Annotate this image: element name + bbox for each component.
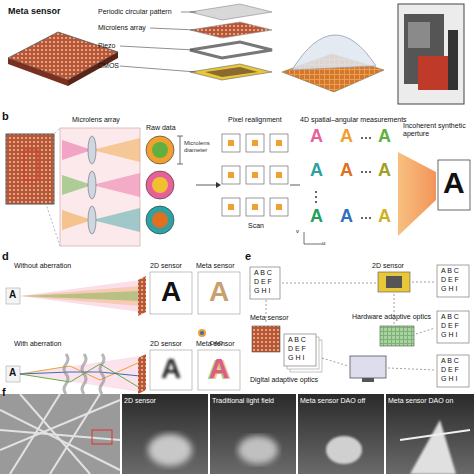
text-label: Microlens array bbox=[72, 116, 120, 124]
text-label: D E F bbox=[254, 278, 272, 286]
text-label: Raw data bbox=[146, 124, 176, 132]
text-label: Meta sensor bbox=[250, 314, 289, 322]
text-label: Microlens diameter bbox=[184, 140, 218, 154]
letter-glyph: A bbox=[378, 126, 391, 147]
text-label: A B C bbox=[288, 336, 306, 344]
letter-glyph: A bbox=[378, 206, 391, 227]
letter-glyph: A bbox=[161, 353, 181, 385]
text-label: Meta sensor bbox=[196, 340, 235, 348]
text-label: G H I bbox=[441, 285, 457, 293]
text-label: Piezo bbox=[98, 42, 116, 50]
exploded-layers bbox=[120, 4, 272, 80]
letter-glyph: A bbox=[161, 276, 181, 308]
camera-prototype bbox=[398, 4, 464, 104]
text-label: G H I bbox=[288, 354, 304, 362]
text-label: A bbox=[9, 289, 16, 301]
letter-glyph: A bbox=[340, 126, 353, 147]
letter-glyph: A bbox=[310, 160, 323, 181]
text-label: A B C bbox=[441, 313, 459, 321]
text-label: e bbox=[245, 250, 251, 263]
text-label: A B C bbox=[254, 269, 272, 277]
letter-glyph: A bbox=[209, 276, 229, 308]
result-images bbox=[0, 394, 474, 474]
lens-dome bbox=[282, 35, 384, 92]
text-label: Meta sensor bbox=[8, 6, 61, 16]
text-label: b bbox=[2, 110, 9, 123]
text-label: 2D sensor bbox=[150, 340, 182, 348]
text-label: CMOS bbox=[98, 62, 119, 70]
letter-glyph: A bbox=[378, 160, 391, 181]
text-label: 2D sensor bbox=[150, 262, 182, 270]
synthetic-aperture-fan bbox=[398, 152, 470, 236]
text-label: 2D sensor bbox=[372, 262, 404, 270]
spatial-angular-grid bbox=[304, 137, 371, 244]
text-label: Incoherent synthetic aperture bbox=[403, 122, 471, 138]
text-label: Microlens array bbox=[98, 24, 146, 32]
imaging-without-aberration bbox=[6, 272, 240, 316]
text-label: Periodic circular pattern bbox=[98, 8, 172, 16]
text-label: With aberration bbox=[14, 340, 61, 348]
text-label: d bbox=[2, 250, 9, 263]
text-label: u bbox=[322, 240, 325, 247]
letter-glyph: A bbox=[340, 206, 353, 227]
text-label: D E F bbox=[441, 276, 459, 284]
text-label: Traditional light field bbox=[212, 397, 274, 405]
text-label: Hardware adaptive optics bbox=[352, 313, 431, 321]
text-label: v bbox=[296, 228, 299, 235]
letter-glyph: A bbox=[443, 166, 465, 201]
text-label: G H I bbox=[441, 375, 457, 383]
text-label: G H I bbox=[254, 287, 270, 295]
text-label: Digital adaptive optics bbox=[250, 376, 318, 384]
pixel-realignment-grid bbox=[196, 134, 300, 216]
adaptive-optics-schematic bbox=[250, 265, 469, 387]
letter-glyph: A bbox=[310, 206, 323, 227]
text-label: f bbox=[2, 386, 6, 399]
letter-glyph: A bbox=[340, 160, 353, 181]
text-label: Meta sensor DAO off bbox=[300, 397, 365, 405]
text-label: Scan bbox=[248, 222, 264, 230]
text-label: Meta sensor DAO on bbox=[388, 397, 453, 405]
text-label: D E F bbox=[441, 366, 459, 374]
sensor-closeup bbox=[6, 128, 60, 246]
raw-data-circles bbox=[146, 136, 183, 234]
text-label: A bbox=[9, 367, 16, 379]
text-label: Without aberration bbox=[14, 262, 71, 270]
letter-glyph: A bbox=[310, 126, 323, 147]
text-label: D E F bbox=[288, 345, 306, 353]
text-label: 2D sensor bbox=[124, 397, 156, 405]
meta-sensor-plate bbox=[8, 32, 118, 86]
microlens-array-rays bbox=[60, 128, 140, 246]
text-label: Pixel realignment bbox=[228, 116, 282, 124]
text-label: A B C bbox=[441, 267, 459, 275]
text-label: 4D spatial–angular measurements bbox=[300, 116, 407, 124]
text-label: Meta sensor bbox=[196, 262, 235, 270]
letter-glyph: A bbox=[209, 353, 229, 385]
text-label: D E F bbox=[441, 322, 459, 330]
text-label: G H I bbox=[441, 331, 457, 339]
text-label: A B C bbox=[441, 357, 459, 365]
imaging-with-aberration bbox=[6, 329, 240, 394]
